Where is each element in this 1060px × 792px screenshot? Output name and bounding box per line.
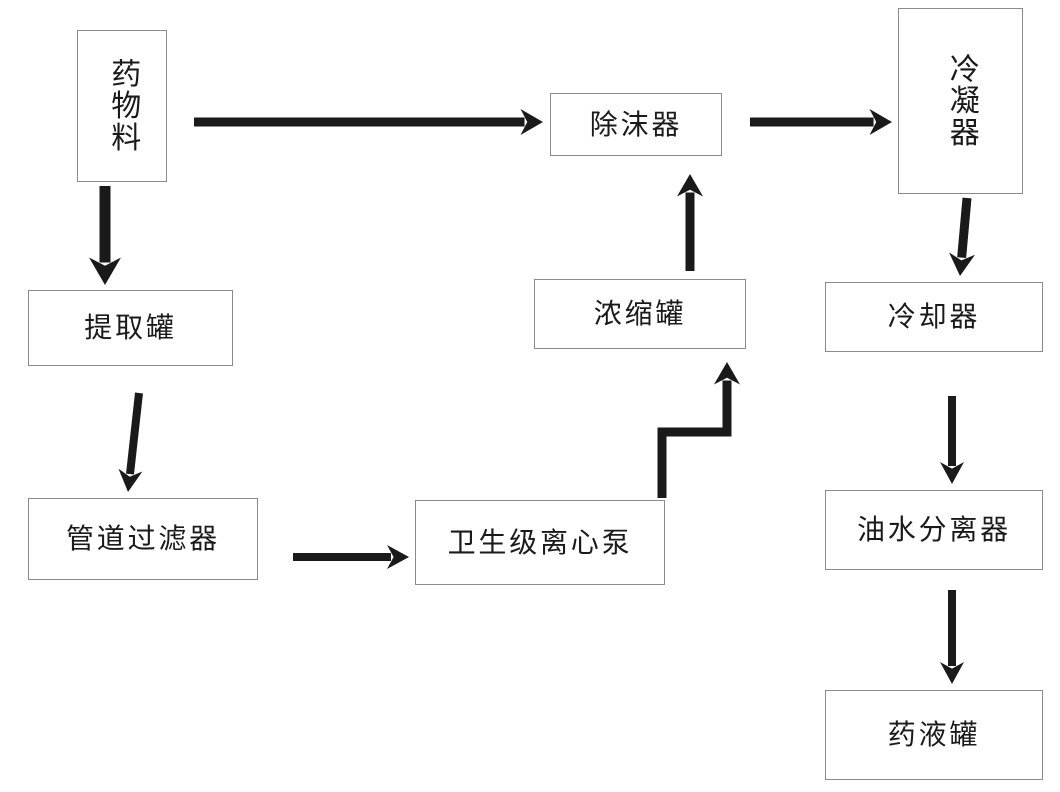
connector-shaft (126, 392, 143, 475)
node-sanitary-centrifugal-pump[interactable]: 卫生级离心泵 (415, 500, 665, 585)
node-label: 卫生级离心泵 (447, 525, 633, 559)
connector-arrowhead (520, 108, 543, 136)
node-drug-material[interactable]: 药物料 (77, 30, 167, 182)
node-extraction-tank[interactable]: 提取罐 (28, 290, 233, 366)
connector-arrowhead (89, 257, 121, 285)
node-label: 冷却器 (887, 300, 981, 334)
node-oil-water-separator[interactable]: 油水分离器 (825, 490, 1043, 570)
node-label: 冷凝器 (943, 53, 979, 149)
connector-shaft (957, 197, 972, 259)
node-label: 药物料 (105, 58, 141, 154)
connector-arrowhead (676, 174, 704, 197)
node-concentration-tank[interactable]: 浓缩罐 (534, 279, 746, 349)
node-label: 管道过滤器 (65, 522, 220, 556)
connector-shaft (657, 380, 732, 498)
connector-arrowhead (118, 468, 143, 492)
node-label: 浓缩罐 (593, 297, 687, 331)
node-label: 提取罐 (84, 311, 177, 345)
connector-arrowhead (940, 462, 964, 484)
connector-arrowhead (387, 545, 409, 569)
connector-arrowhead (940, 662, 964, 684)
node-liquid-medicine-tank[interactable]: 药液罐 (825, 690, 1043, 780)
node-defoamer[interactable]: 除沫器 (550, 93, 722, 156)
connector-arrowhead (949, 252, 976, 276)
node-label: 油水分离器 (856, 513, 1011, 547)
connector-arrowhead (869, 108, 892, 136)
node-label: 药液罐 (887, 718, 981, 752)
connector-arrowhead (713, 362, 741, 385)
node-label: 除沫器 (589, 107, 683, 141)
node-cooler[interactable]: 冷却器 (825, 282, 1043, 352)
node-condenser[interactable]: 冷凝器 (898, 8, 1023, 194)
node-pipeline-filter[interactable]: 管道过滤器 (28, 498, 258, 580)
